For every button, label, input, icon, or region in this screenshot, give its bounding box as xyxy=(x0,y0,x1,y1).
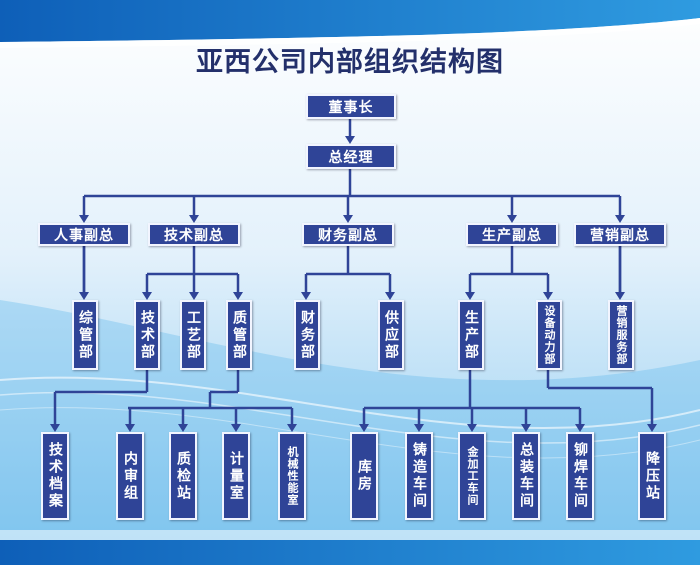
dept-supply-box: 供应部 xyxy=(378,300,404,370)
arrowhead-icon xyxy=(231,424,241,432)
arrowhead-icon xyxy=(189,292,199,300)
arrowhead-icon xyxy=(615,292,625,300)
arrowhead-icon xyxy=(359,424,369,432)
arrowhead-icon xyxy=(343,215,353,223)
arrowhead-icon xyxy=(50,424,60,432)
casting-shop-box: 铸造车间 xyxy=(405,432,433,520)
assembly-shop-box: 总装车间 xyxy=(512,432,540,520)
depressure-station-box: 降压站 xyxy=(638,432,666,520)
vp-sales-box: 营销副总 xyxy=(574,223,666,246)
arrowhead-icon xyxy=(142,292,152,300)
arrowhead-icon xyxy=(287,424,297,432)
riveting-shop-box: 铆焊车间 xyxy=(566,432,594,520)
dept-production-box: 生产部 xyxy=(458,300,484,370)
dept-quality-box: 质管部 xyxy=(226,300,252,370)
arrowhead-icon xyxy=(414,424,424,432)
vp-production-box: 生产副总 xyxy=(466,223,558,246)
machining-shop-box: 金加工车间 xyxy=(458,432,486,520)
arrowhead-icon xyxy=(507,215,517,223)
vp-finance-box: 财务副总 xyxy=(302,223,394,246)
general-manager-box: 总经理 xyxy=(306,144,396,169)
mech-lab-box: 机械性能室 xyxy=(278,432,306,520)
arrowhead-icon xyxy=(385,292,395,300)
qc-station-box: 质检站 xyxy=(169,432,197,520)
dept-general-box: 综管部 xyxy=(72,300,98,370)
arrowhead-icon xyxy=(79,292,89,300)
dept-equipment-box: 设备动力部 xyxy=(536,300,562,370)
chairman-box: 董事长 xyxy=(306,94,396,119)
warehouse-box: 库房 xyxy=(350,432,378,520)
vp-hr-box: 人事副总 xyxy=(38,223,130,246)
vp-tech-box: 技术副总 xyxy=(148,223,240,246)
arrowhead-icon xyxy=(615,215,625,223)
dept-craft-box: 工艺部 xyxy=(180,300,206,370)
dept-tech-box: 技术部 xyxy=(134,300,160,370)
arrowhead-icon xyxy=(543,292,553,300)
metrology-room-box: 计量室 xyxy=(222,432,250,520)
arrowhead-icon xyxy=(521,424,531,432)
arrowhead-icon xyxy=(467,424,477,432)
arrowhead-icon xyxy=(189,215,199,223)
arrowhead-icon xyxy=(125,424,135,432)
dept-sales-box: 营销服务部 xyxy=(608,300,634,370)
arrowhead-icon xyxy=(301,292,311,300)
arrowhead-icon xyxy=(233,292,243,300)
arrowhead-icon xyxy=(178,424,188,432)
arrowhead-icon xyxy=(575,424,585,432)
dept-finance-box: 财务部 xyxy=(294,300,320,370)
audit-group-box: 内审组 xyxy=(116,432,144,520)
arrowhead-icon xyxy=(647,424,657,432)
tech-archive-box: 技术档案 xyxy=(41,432,69,520)
page-title: 亚西公司内部组织结构图 xyxy=(196,47,504,78)
arrowhead-icon xyxy=(345,136,355,144)
arrowhead-icon xyxy=(79,215,89,223)
arrowhead-icon xyxy=(465,292,475,300)
